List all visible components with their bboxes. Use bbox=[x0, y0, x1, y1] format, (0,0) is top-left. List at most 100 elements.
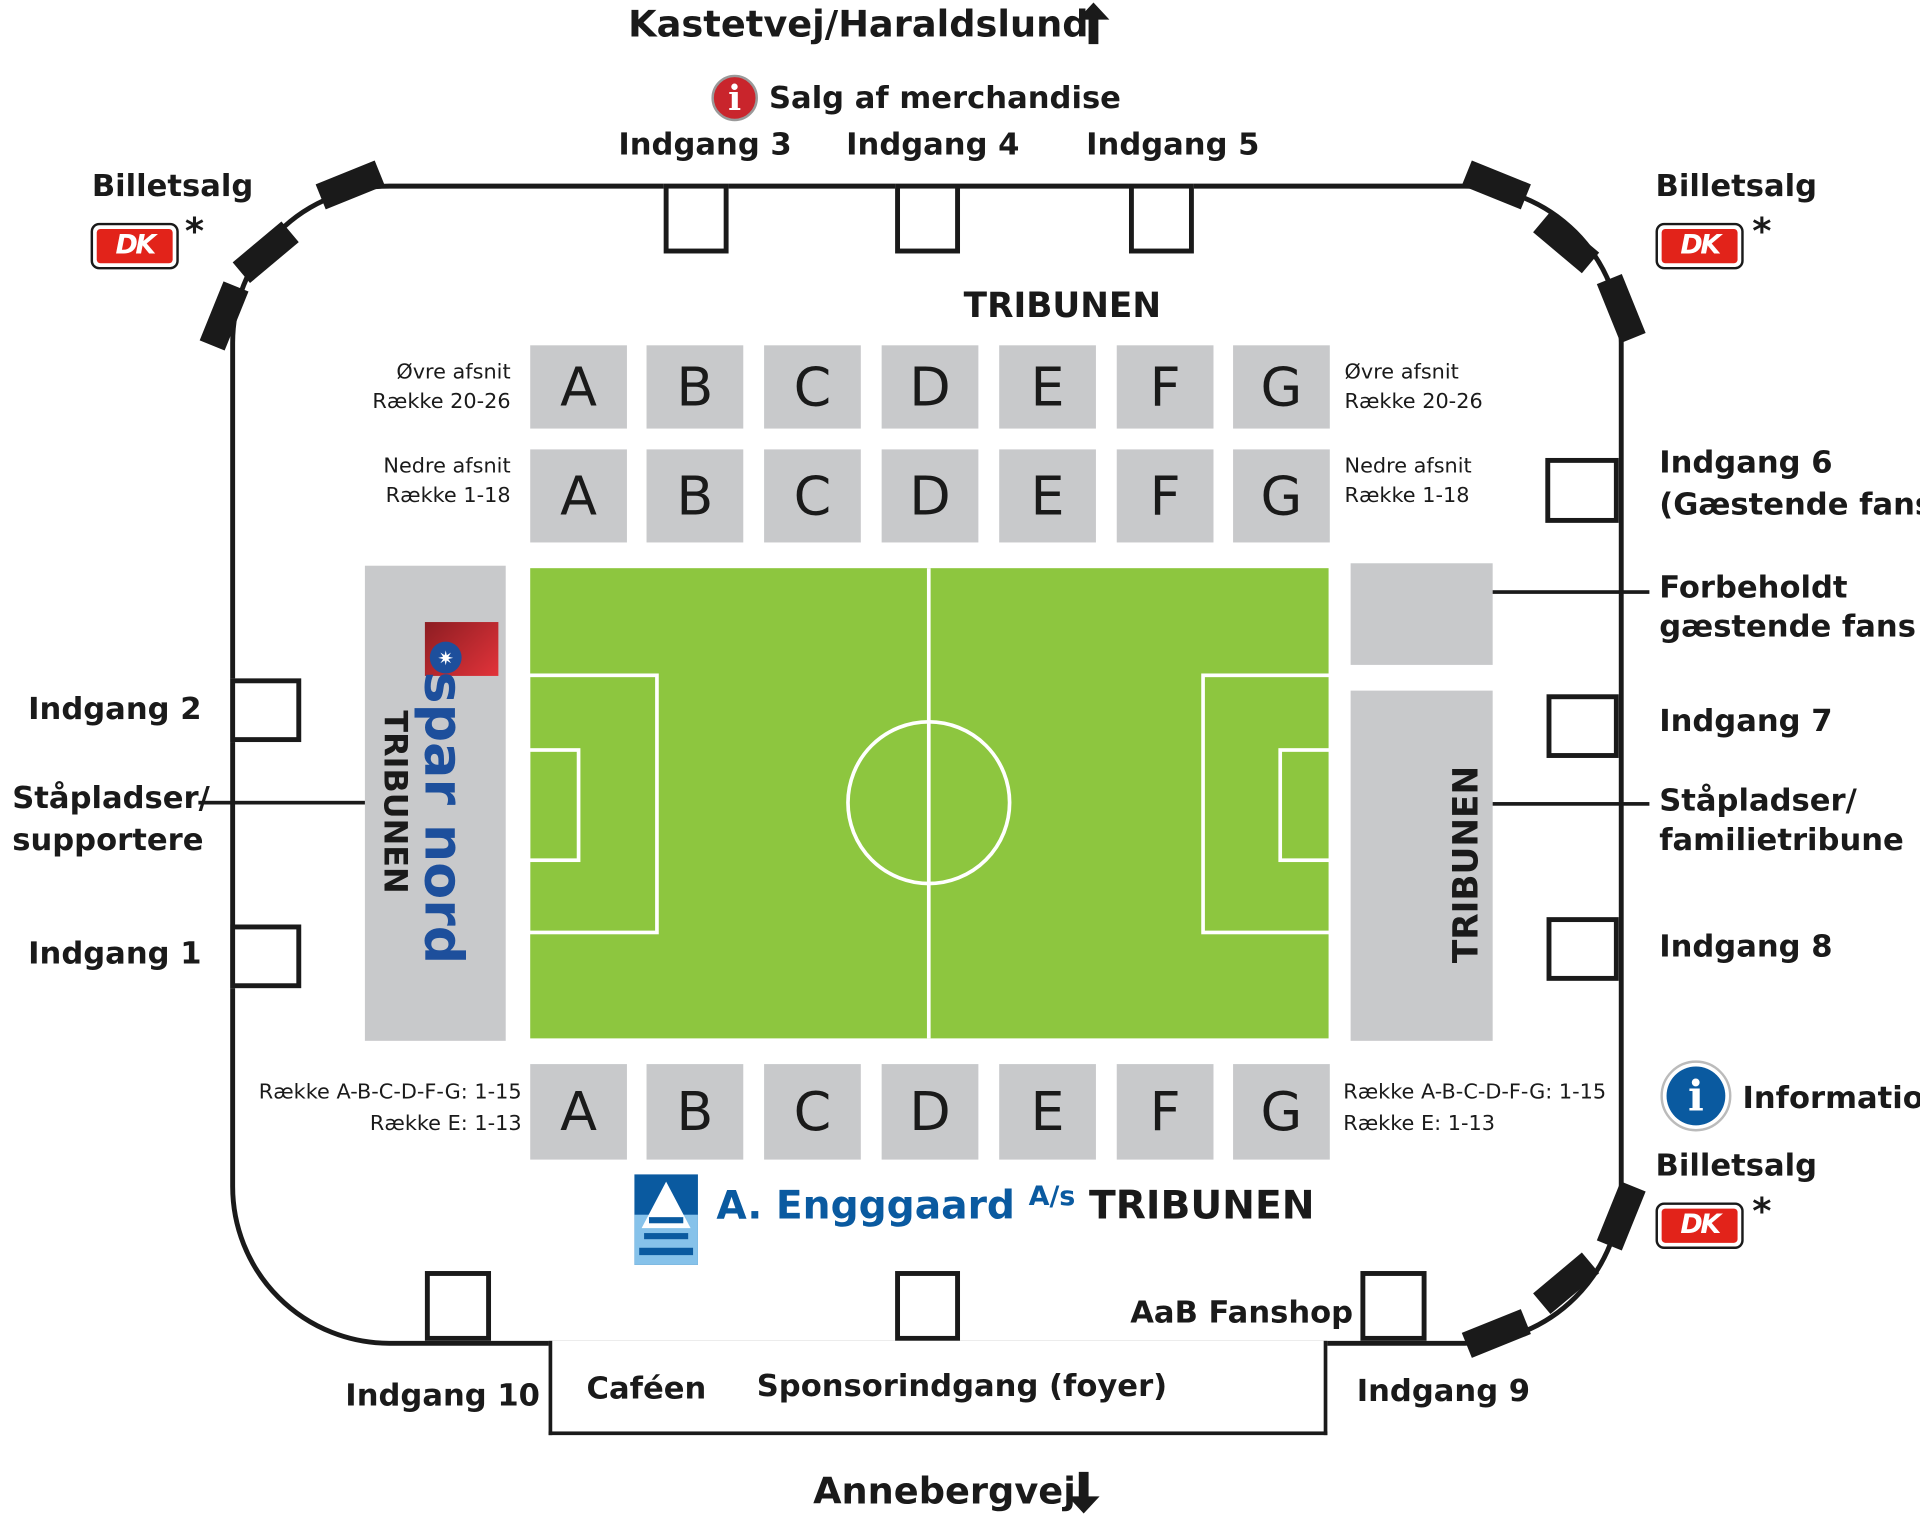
spar-nord-text: spar nord bbox=[412, 671, 475, 965]
star-icon: ✷ bbox=[429, 641, 462, 674]
south-rows-label-2: Række E: 1-13 bbox=[1343, 1111, 1495, 1137]
gate-1-label: Indgang 1 bbox=[28, 935, 202, 972]
section-upper-D[interactable]: D bbox=[881, 345, 979, 429]
gate-3[interactable] bbox=[663, 183, 729, 254]
spar-nord-logo: ✷ bbox=[424, 622, 499, 676]
gate-2-label: Indgang 2 bbox=[28, 690, 202, 727]
enggaard-suffix: A/s bbox=[1028, 1181, 1076, 1213]
dk-logo-text: DK bbox=[1661, 228, 1738, 264]
east-standing-label: Ståpladser/ bbox=[1659, 782, 1857, 818]
west-standing-label-2: supportere bbox=[12, 821, 204, 858]
gate-10-label: Indgang 10 bbox=[345, 1377, 540, 1414]
east-stand bbox=[1350, 690, 1493, 1041]
south-rows-label-2: Række E: 1-13 bbox=[369, 1111, 522, 1137]
lower-rows: Række 1-18 bbox=[1344, 483, 1470, 509]
section-south-F[interactable]: F bbox=[1116, 1064, 1214, 1160]
dk-logo-text: DK bbox=[96, 228, 173, 264]
north-street: Kastetvej/Haraldslund bbox=[628, 3, 1089, 47]
west-standing-label: Ståpladser/ bbox=[12, 780, 210, 816]
sponsor-entrance-label: Sponsorindgang (foyer) bbox=[756, 1367, 1168, 1404]
gate-3-label: Indgang 3 bbox=[618, 126, 792, 162]
section-south-D[interactable]: D bbox=[881, 1064, 979, 1160]
east-standing-label-2: familietribune bbox=[1659, 821, 1904, 858]
foyer-building bbox=[548, 1340, 1328, 1436]
gate-fanshop[interactable] bbox=[895, 1271, 961, 1341]
lower-label: Nedre afsnit bbox=[1344, 454, 1472, 479]
south-street: Annebergvej bbox=[813, 1470, 1076, 1514]
gate-6-sublabel: (Gæstende fans) bbox=[1659, 486, 1920, 522]
arrow-down-icon bbox=[1067, 1471, 1100, 1514]
dk-logo[interactable]: DK bbox=[1655, 222, 1744, 270]
lower-rows: Række 1-18 bbox=[385, 483, 511, 509]
ticket-sales-label: Billetsalg bbox=[91, 167, 254, 204]
upper-label: Øvre afsnit bbox=[396, 360, 511, 385]
section-upper-G[interactable]: G bbox=[1233, 345, 1330, 429]
section-lower-G[interactable]: G bbox=[1233, 449, 1330, 543]
west-stand-title: TRIBUNEN bbox=[375, 710, 413, 894]
reserved-label-2: gæstende fans bbox=[1659, 608, 1916, 645]
section-lower-E[interactable]: E bbox=[999, 449, 1096, 543]
section-upper-E[interactable]: E bbox=[999, 345, 1096, 429]
north-stand-title: TRIBUNEN bbox=[963, 285, 1162, 326]
gate-4[interactable] bbox=[895, 183, 961, 254]
ticket-sales-label: Billetsalg bbox=[1655, 1147, 1818, 1183]
south-rows-label: Række A-B-C-D-F-G: 1-15 bbox=[1343, 1080, 1607, 1105]
section-south-B[interactable]: B bbox=[646, 1064, 744, 1160]
gate-4-label: Indgang 4 bbox=[846, 126, 1020, 162]
section-south-E[interactable]: E bbox=[999, 1064, 1096, 1160]
merchandise-label: Salg af merchandise bbox=[768, 79, 1121, 116]
leader-line bbox=[1492, 590, 1650, 594]
svg-text:i: i bbox=[728, 79, 741, 119]
svg-text:i: i bbox=[1688, 1072, 1704, 1121]
gate-5-label: Indgang 5 bbox=[1086, 126, 1260, 162]
section-south-G[interactable]: G bbox=[1233, 1064, 1330, 1160]
gate-6[interactable] bbox=[1545, 457, 1619, 523]
reserved-label: Forbeholdt bbox=[1659, 569, 1848, 605]
gate-7-label: Indgang 7 bbox=[1659, 702, 1833, 739]
upper-rows: Række 20-26 bbox=[1344, 389, 1483, 414]
lower-label: Nedre afsnit bbox=[383, 454, 511, 479]
dk-logo-text: DK bbox=[1661, 1208, 1738, 1243]
gate-7[interactable] bbox=[1546, 694, 1619, 758]
section-lower-B[interactable]: B bbox=[646, 449, 744, 543]
upper-label: Øvre afsnit bbox=[1344, 360, 1459, 385]
enggaard-name: A. Engggaard bbox=[716, 1181, 1015, 1229]
south-stand-title: TRIBUNEN bbox=[1088, 1181, 1315, 1229]
section-lower-A[interactable]: A bbox=[530, 449, 627, 543]
gate-1[interactable] bbox=[230, 924, 302, 989]
section-lower-F[interactable]: F bbox=[1116, 449, 1214, 543]
arrow-up-icon bbox=[1077, 2, 1110, 45]
east-stand-title: TRIBUNEN bbox=[1445, 765, 1486, 964]
south-rows-label: Række A-B-C-D-F-G: 1-15 bbox=[258, 1080, 522, 1105]
section-lower-D[interactable]: D bbox=[881, 449, 979, 543]
svg-text:✷: ✷ bbox=[438, 647, 454, 670]
section-upper-B[interactable]: B bbox=[646, 345, 744, 429]
gate-5[interactable] bbox=[1128, 183, 1194, 254]
fanshop-label: AaB Fanshop bbox=[1130, 1294, 1354, 1330]
information-icon[interactable]: i bbox=[1659, 1059, 1732, 1132]
section-upper-C[interactable]: C bbox=[764, 345, 861, 429]
gate-8-label: Indgang 8 bbox=[1659, 928, 1833, 964]
gate-2[interactable] bbox=[230, 678, 302, 743]
upper-rows: Række 20-26 bbox=[372, 389, 511, 414]
section-south-A[interactable]: A bbox=[530, 1064, 627, 1160]
gate-9[interactable] bbox=[1360, 1271, 1427, 1341]
pitch bbox=[526, 568, 1334, 1039]
goal-box-right bbox=[1278, 748, 1334, 863]
section-upper-A[interactable]: A bbox=[530, 345, 627, 429]
goal-box-left bbox=[526, 748, 581, 863]
dk-logo[interactable]: DK bbox=[1655, 1202, 1744, 1249]
dk-logo[interactable]: DK bbox=[90, 222, 179, 270]
asterisk: * bbox=[1752, 1190, 1772, 1234]
information-label: Information bbox=[1742, 1080, 1920, 1116]
asterisk: * bbox=[1752, 210, 1772, 254]
section-lower-C[interactable]: C bbox=[764, 449, 861, 543]
section-south-C[interactable]: C bbox=[764, 1064, 861, 1160]
enggaard-text: A. Engggaard A/s TRIBUNEN bbox=[716, 1182, 1314, 1229]
gate-10[interactable] bbox=[424, 1271, 492, 1341]
gate-8[interactable] bbox=[1546, 917, 1619, 981]
asterisk: * bbox=[184, 210, 205, 254]
section-upper-F[interactable]: F bbox=[1116, 345, 1214, 429]
merchandise-info-icon: i bbox=[711, 74, 758, 122]
gate-6-label: Indgang 6 bbox=[1659, 444, 1833, 481]
